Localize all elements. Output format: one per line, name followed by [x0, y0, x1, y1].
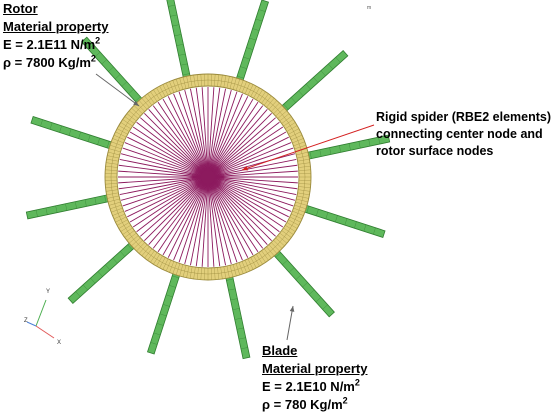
blade-body	[31, 117, 119, 151]
center-node	[201, 170, 215, 184]
blade-label: Blade Material property E = 2.1E10 N/m2 …	[262, 342, 367, 414]
rigid-spider-label: Rigid spider (RBE2 elements) connecting …	[376, 109, 551, 160]
blade-leader-arrow-head	[290, 306, 295, 312]
axis-y-label: Y	[46, 289, 50, 295]
blade	[31, 117, 119, 151]
rotor-modulus-exponent: 2	[95, 36, 100, 46]
rigid-spider	[118, 87, 298, 267]
axis-x-line	[36, 326, 54, 338]
axis-z-line	[27, 322, 36, 326]
axis-z-label: Z	[24, 318, 28, 324]
coordinate-triad	[27, 300, 54, 338]
blade-modulus: E = 2.1E10 N/m2	[262, 378, 367, 396]
blade-density-text: ρ = 780 Kg/m	[262, 397, 343, 412]
axis-y-line	[36, 300, 46, 326]
rotor-density-text: ρ = 7800 Kg/m	[3, 55, 91, 70]
rigid-spider-line-1: Rigid spider (RBE2 elements)	[376, 109, 551, 126]
blade-body	[269, 245, 334, 317]
blade	[234, 0, 268, 88]
rotor-density-exponent: 2	[91, 54, 96, 64]
blade	[269, 245, 334, 317]
blade-modulus-exponent: 2	[355, 378, 360, 388]
blade	[148, 266, 182, 354]
blade-body	[234, 0, 268, 88]
blade-body	[68, 238, 140, 303]
blade-body	[26, 193, 115, 219]
blade	[297, 203, 385, 237]
rotor-modulus: E = 2.1E11 N/m2	[3, 36, 108, 54]
blade	[68, 238, 140, 303]
blade-body	[148, 266, 182, 354]
blade-density: ρ = 780 Kg/m2	[262, 396, 367, 414]
blade	[166, 0, 192, 85]
rotor-label: Rotor Material property E = 2.1E11 N/m2 …	[3, 0, 108, 72]
blade-modulus-text: E = 2.1E10 N/m	[262, 379, 355, 394]
blade-body	[297, 203, 385, 237]
blade	[276, 51, 348, 116]
rotor-density: ρ = 7800 Kg/m2	[3, 54, 108, 72]
blade-body	[166, 0, 192, 85]
rotor-modulus-text: E = 2.1E11 N/m	[3, 37, 95, 52]
corner-mark: m	[367, 5, 371, 11]
blade-density-exponent: 2	[343, 396, 348, 406]
rotor-material-heading: Material property	[3, 18, 108, 36]
axis-x-label: X	[57, 340, 61, 346]
rigid-spider-line-3: rotor surface nodes	[376, 143, 551, 160]
rotor-title: Rotor	[3, 0, 108, 18]
blade	[26, 193, 115, 219]
blade-title: Blade	[262, 342, 367, 360]
blade-body	[276, 51, 348, 116]
rigid-spider-line-2: connecting center node and	[376, 126, 551, 143]
blade-body	[224, 269, 250, 358]
blade	[224, 269, 250, 358]
blade-material-heading: Material property	[262, 360, 367, 378]
